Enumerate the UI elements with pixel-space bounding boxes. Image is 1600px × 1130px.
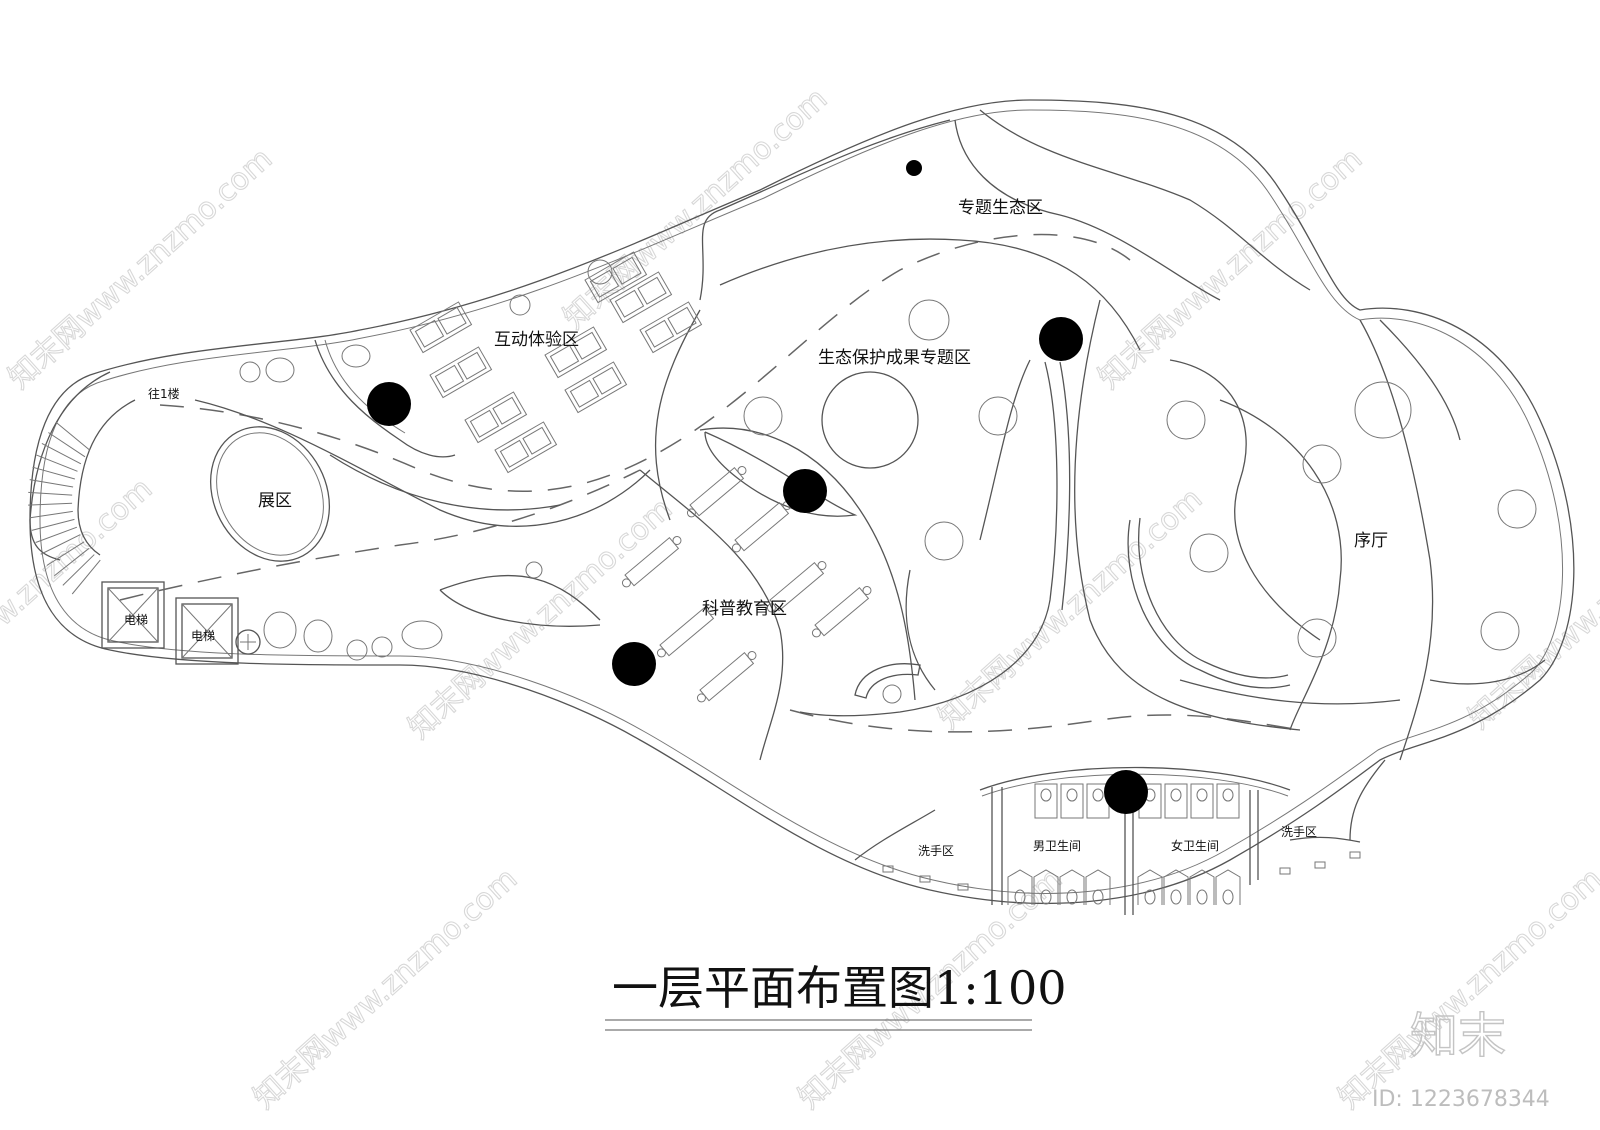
- wc-stall: [1215, 869, 1241, 905]
- round-displays-left: [263, 561, 543, 661]
- science-bench: [696, 651, 757, 703]
- elevator-2-label: 电梯: [191, 629, 215, 643]
- zone-label-exhibit: 展区: [258, 491, 292, 511]
- stair-step: [41, 443, 82, 465]
- zone-label-lobby: 序厅: [1354, 531, 1388, 551]
- watermark-text: 知末网www.znzmo.com: [932, 481, 1209, 736]
- female-wc-label: 女卫生间: [1171, 838, 1219, 853]
- interactive-station: [429, 346, 493, 399]
- interactive-station: [609, 271, 673, 324]
- elevators: 电梯 电梯: [101, 581, 261, 665]
- exhibit-zone: 展区: [209, 426, 331, 562]
- interactive-station: [639, 301, 703, 354]
- structural-columns: [367, 160, 1148, 814]
- stair-step: [40, 534, 81, 555]
- wc-stall: [1033, 869, 1059, 905]
- science-bench: [621, 536, 682, 588]
- eco-achievement-zone: 生态保护成果专题区: [743, 299, 1018, 561]
- zone-label-science-edu: 科普教育区: [702, 599, 787, 619]
- wc-stall: [1189, 869, 1215, 905]
- staircase: 往1楼: [28, 371, 180, 595]
- wash-right-label: 洗手区: [1281, 825, 1317, 839]
- science-bench: [656, 606, 717, 658]
- stair-step: [28, 491, 73, 496]
- zone-label-eco-achievement: 生态保护成果专题区: [818, 348, 971, 368]
- interactive-station: [544, 326, 608, 379]
- science-bench: [811, 586, 872, 638]
- stair-step: [62, 554, 95, 586]
- restroom-block: 男卫生间 女卫生间 洗手区 洗手区: [854, 766, 1361, 915]
- watermark-text: 知末网www.znzmo.com: [2, 141, 279, 396]
- wc-stall: [1034, 783, 1058, 819]
- brand-watermark: 知末 ID: 1223678344: [1372, 1007, 1550, 1112]
- interactive-station: [494, 421, 558, 474]
- science-edu-zone: 科普教育区: [621, 466, 921, 704]
- zone-label-special-eco: 专题生态区: [958, 198, 1043, 218]
- drawing-title-text: 一层平面布置图1:100: [612, 961, 1067, 1015]
- stair-step: [36, 454, 78, 472]
- male-wc-label: 男卫生间: [1033, 839, 1081, 853]
- interactive-station: [584, 251, 648, 304]
- science-bench: [731, 501, 792, 553]
- stair-step: [29, 510, 73, 519]
- stairs-label: 往1楼: [148, 386, 180, 401]
- watermark-text: 知末网www.znzmo.com: [402, 491, 679, 746]
- watermark-text: 知末网www.znzmo.com: [1332, 861, 1600, 1116]
- interactive-station: [409, 301, 473, 354]
- zone-label-interactive: 互动体验区: [494, 330, 579, 350]
- wc-stall: [1137, 869, 1163, 905]
- wc-stall: [1190, 783, 1214, 819]
- outer-wall: [29, 99, 1575, 904]
- lobby-zone: 序厅: [1166, 381, 1537, 658]
- interactive-station: [464, 391, 528, 444]
- wc-stall: [1060, 783, 1084, 819]
- stair-step: [54, 548, 90, 577]
- wc-stall: [1164, 783, 1188, 819]
- watermark-text: 知末网www.znzmo.com: [557, 81, 834, 336]
- stair-step: [55, 421, 91, 451]
- stair-step: [32, 466, 76, 480]
- stair-step: [46, 541, 85, 566]
- interactive-zone: 互动体验区: [239, 251, 703, 474]
- wc-stall: [1163, 869, 1189, 905]
- wc-stall: [1216, 783, 1240, 819]
- stair-step: [35, 526, 78, 543]
- brand-logo-text: 知末: [1410, 1008, 1506, 1064]
- elevator-1-label: 电梯: [124, 613, 148, 627]
- science-bench: [686, 466, 747, 518]
- stair-step: [29, 479, 74, 488]
- watermark-text: 知末网www.znzmo.com: [247, 861, 524, 1116]
- stair-step: [71, 559, 101, 595]
- stair-step: [28, 502, 73, 506]
- wash-left-label: 洗手区: [918, 844, 954, 858]
- stair-step: [31, 518, 75, 531]
- stair-step: [48, 432, 86, 458]
- wc-stall: [1007, 869, 1033, 905]
- circulation-paths: [119, 109, 1546, 841]
- special-eco-zone: 专题生态区: [958, 198, 1043, 218]
- asset-id: ID: 1223678344: [1372, 1087, 1550, 1112]
- wc-stall: [1085, 869, 1111, 905]
- interactive-station: [564, 361, 628, 414]
- science-bench: [766, 561, 827, 613]
- watermark-text: 知末网www.znzmo.com: [0, 471, 159, 726]
- watermark-text: 知末网www.znzmo.com: [1462, 481, 1600, 736]
- wc-stall: [1059, 869, 1085, 905]
- drawing-title: 一层平面布置图1:100: [605, 961, 1067, 1031]
